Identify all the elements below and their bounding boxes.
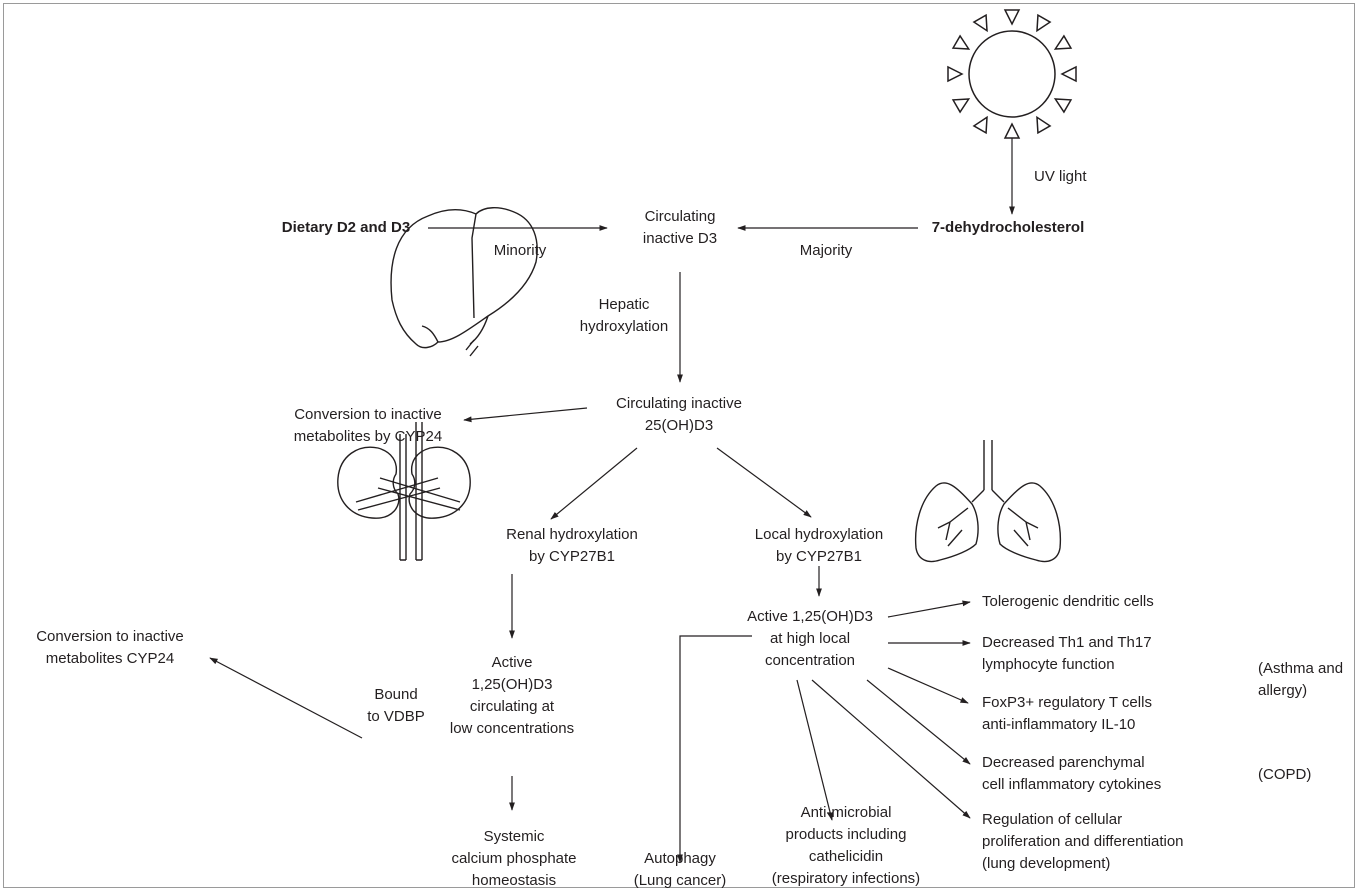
lungs-icon (914, 440, 1062, 563)
sun-ray (951, 98, 971, 114)
sun-ray (1003, 9, 1021, 26)
arrow-active-high-to-antimicrobial (796, 679, 834, 821)
arrow-active-high-to-autophagy (677, 635, 752, 863)
arrow-25-to-cyp24 (463, 407, 588, 423)
node-active-low: Active 1,25(OH)D3 circulating at low con… (449, 654, 575, 737)
sun-icon (947, 9, 1077, 139)
arrow-active-high-to-foxp3 (887, 667, 969, 704)
node-parenchymal: Decreased parenchymal cell inflammatory … (982, 754, 1162, 793)
label-majority: Majority (799, 242, 853, 259)
figure-frame (3, 3, 1355, 888)
sun-ray (951, 34, 971, 50)
sun-ray (1053, 34, 1073, 50)
arrow-active-high-to-regulation (811, 679, 971, 819)
sun-ray (972, 115, 988, 135)
node-autophagy: Autophagy (Lung cancer) (633, 850, 727, 889)
arrow-25-to-local (716, 447, 812, 518)
node-circulating-25ohd3: Circulating inactive 25(OH)D3 (616, 395, 742, 434)
arrow-active-high-to-parenchymal (866, 679, 971, 765)
sun-ray (1003, 122, 1021, 139)
annotation-asthma-allergy: (Asthma and allergy) (1258, 660, 1344, 699)
node-active-high: Active 1,25(OH)D3 at high local concentr… (747, 608, 873, 669)
sun-ray (1036, 115, 1052, 135)
sun-ray (947, 65, 964, 83)
sun-ray (1060, 65, 1077, 83)
node-tolerogenic: Tolerogenic dendritic cells (982, 593, 1154, 610)
label-hepatic-hydroxylation: Hepatic hydroxylation (579, 296, 669, 335)
arrow-vdbp-to-cyp24 (209, 657, 363, 739)
node-th1-th17: Decreased Th1 and Th17 lymphocyte functi… (982, 634, 1152, 673)
arrow-active-high-to-tolerogenic (887, 600, 971, 618)
node-renal-hydroxylation: Renal hydroxylation by CYP27B1 (506, 526, 638, 565)
liver-icon (390, 207, 538, 357)
node-conversion-cyp24-a: Conversion to inactive metabolites by CY… (293, 406, 443, 445)
sun-ray (1036, 13, 1052, 33)
sun-ray (1053, 98, 1073, 114)
annotation-copd: (COPD) (1258, 766, 1312, 783)
sun-ray (972, 13, 988, 33)
node-conversion-cyp24-b: Conversion to inactive metabolites CYP24 (36, 628, 184, 667)
kidney-icon (337, 422, 471, 561)
node-dehydrocholesterol: 7-dehydrocholesterol (931, 219, 1085, 236)
arrow-25-to-renal (550, 447, 638, 520)
label-uv-light: UV light (1034, 168, 1087, 185)
label-minority: Minority (493, 242, 547, 259)
node-dietary: Dietary D2 and D3 (281, 219, 411, 236)
node-systemic-homeostasis: Systemic calcium phosphate homeostasis (451, 828, 577, 889)
node-antimicrobial: Anti-microbial products including cathel… (771, 804, 921, 887)
node-foxp3: FoxP3+ regulatory T cells anti-inflammat… (982, 694, 1152, 733)
node-regulation: Regulation of cellular proliferation and… (982, 811, 1184, 872)
node-local-hydroxylation: Local hydroxylation by CYP27B1 (754, 526, 884, 565)
node-circulating-d3: Circulating inactive D3 (642, 208, 718, 247)
label-bound-vdbp: Bound to VDBP (367, 686, 425, 725)
